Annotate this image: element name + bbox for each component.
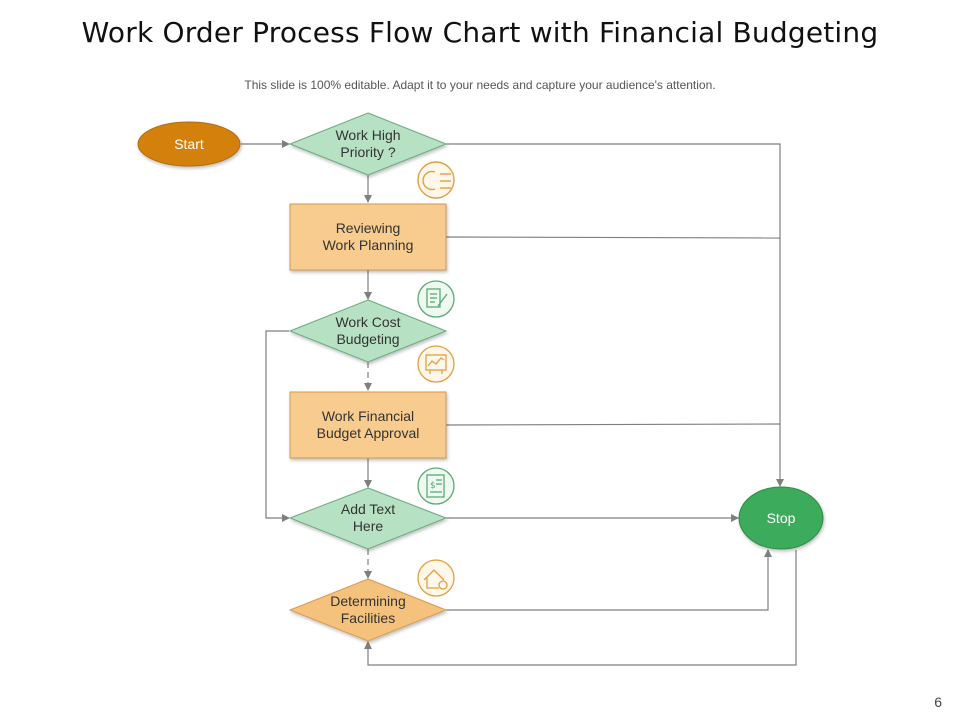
connector-priority-to-stop [446,143,784,487]
approval-process-label: Work Financial Budget Approval [316,408,420,441]
list-icon [417,161,455,199]
document-edit-icon [417,280,455,318]
reviewing-process-label: Reviewing Work Planning [322,220,414,253]
budget-board-icon [417,345,455,383]
addtext-decision-shape [288,487,448,550]
slide-title: Work Order Process Flow Chart with Finan… [81,16,879,49]
addtext-decision-label: Add Text Here [340,501,396,534]
connector-facilities-to-stop [446,549,772,611]
cost-decision-label: Work Cost Budgeting [335,314,401,347]
start-node-shape [137,121,241,167]
cost-decision-shape [288,299,448,363]
stop-node-shape [738,486,824,550]
approval-process-shape [289,391,447,459]
connector-cost-loop-to-addtext [265,330,290,522]
facilities-decision-shape [288,578,448,642]
priority-decision-shape [288,112,448,176]
start-node: Start [174,135,204,152]
svg-text:$: $ [430,481,436,491]
stop-node: Stop [766,509,796,526]
priority-decision-label: Work High Priority ? [335,127,401,160]
reviewing-process-shape [289,203,447,271]
slide-subtitle: This slide is 100% editable. Adapt it to… [244,78,716,92]
connector-reviewing-to-rail [445,236,781,239]
house-gear-icon [417,559,455,597]
connector-approval-to-rail [445,423,781,426]
facilities-decision-label: Determining Facilities [330,593,406,626]
page-number: 6 [934,694,942,710]
connectors [241,140,797,666]
dollar-invoice-icon: $ [417,467,455,505]
connector-stop-loop-to-facilities [364,550,797,666]
